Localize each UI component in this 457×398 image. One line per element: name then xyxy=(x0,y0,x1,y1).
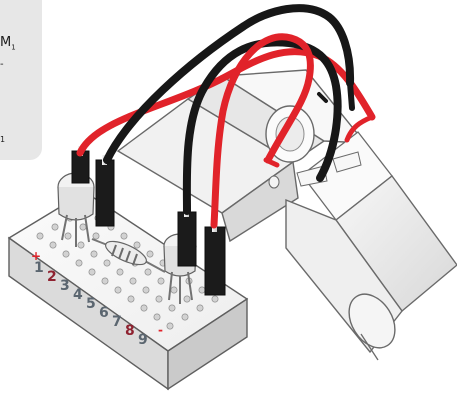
component-number-label: 1 xyxy=(0,136,5,144)
row-number-6: 6 xyxy=(99,305,109,321)
row-number-8: 8 xyxy=(125,323,135,339)
transistor-left xyxy=(58,173,94,247)
motor-label: M1 xyxy=(0,36,16,52)
row-number-3: 3 xyxy=(60,278,70,294)
row-number-9: 9 xyxy=(138,332,148,348)
negative-rail-symbol: - xyxy=(158,323,163,337)
row-number-2: 2 xyxy=(47,269,57,285)
side-label-panel: M1 - 1 xyxy=(0,0,42,160)
dash-label: - xyxy=(0,60,4,70)
row-number-4: 4 xyxy=(73,287,83,303)
row-number-7: 7 xyxy=(112,314,122,330)
row-number-5: 5 xyxy=(86,296,96,312)
row-number-1: 1 xyxy=(34,260,44,276)
